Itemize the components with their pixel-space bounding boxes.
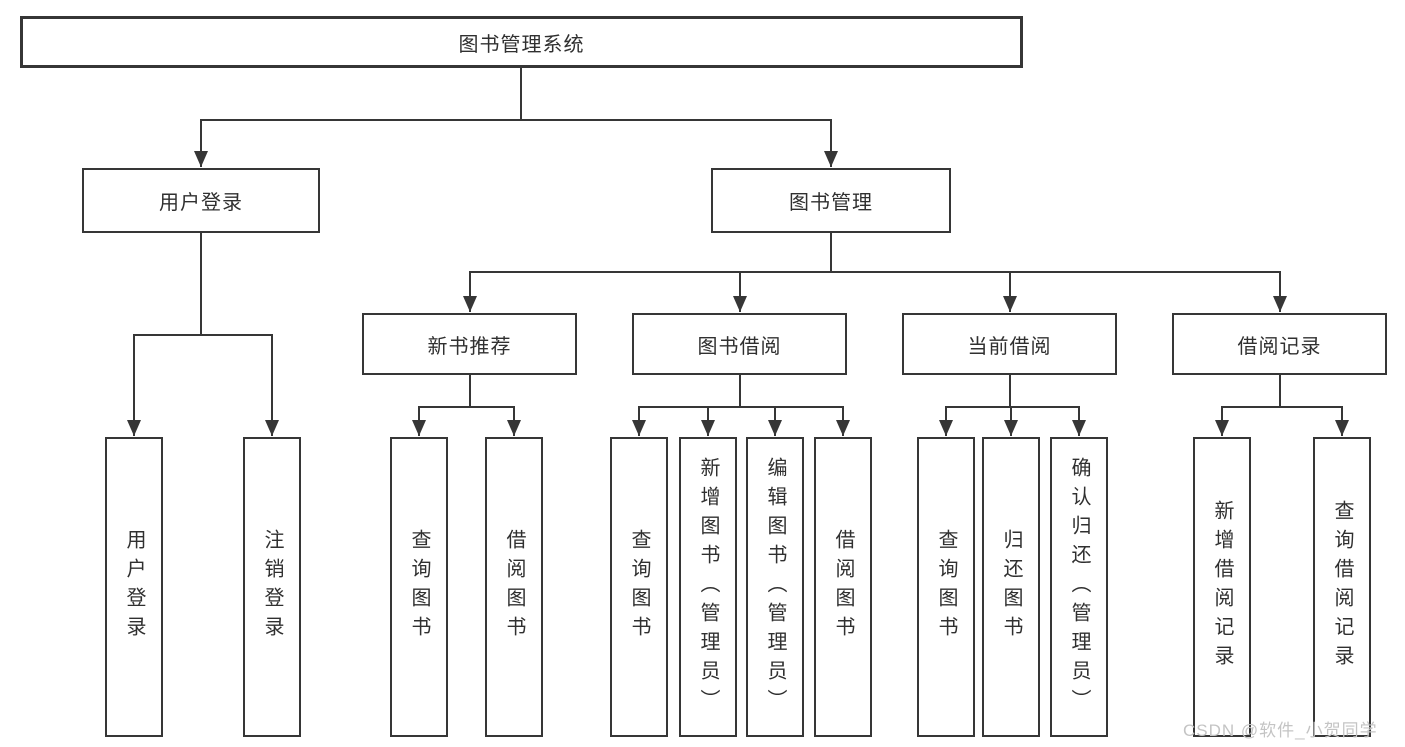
node-label: 注销登录 [261, 529, 283, 645]
leaf-recommend-borrow-books: 借阅图书 [485, 437, 543, 737]
leaf-current-confirm-return-admin: 确认归还（管理员） [1050, 437, 1108, 737]
leaf-current-return-books: 归还图书 [982, 437, 1040, 737]
leaf-logout: 注销登录 [243, 437, 301, 737]
node-root-system: 图书管理系统 [20, 16, 1023, 68]
node-label: 新书推荐 [427, 335, 512, 358]
node-label: 图书管理系统 [458, 33, 585, 56]
node-label: 编辑图书（管理员） [764, 456, 786, 718]
node-label: 借阅图书 [503, 529, 525, 645]
node-label: 用户登录 [159, 192, 243, 214]
node-current-borrowing: 当前借阅 [902, 313, 1117, 375]
node-new-book-recommend: 新书推荐 [362, 313, 577, 375]
node-label: 用户登录 [123, 529, 145, 645]
leaf-borrowing-borrow-books: 借阅图书 [814, 437, 872, 737]
node-label: 当前借阅 [967, 335, 1052, 358]
node-label: 借阅图书 [832, 529, 854, 645]
leaf-borrowing-add-books-admin: 新增图书（管理员） [679, 437, 737, 737]
leaf-borrowing-query-books: 查询图书 [610, 437, 668, 737]
leaf-user-login: 用户登录 [105, 437, 163, 737]
node-label: 归还图书 [1000, 529, 1022, 645]
node-book-management: 图书管理 [711, 168, 951, 233]
csdn-watermark: CSDN @软件_小贺同学 [1183, 721, 1378, 740]
leaf-borrowing-edit-books-admin: 编辑图书（管理员） [746, 437, 804, 737]
node-label: 图书管理 [789, 192, 873, 214]
node-label: 查询图书 [628, 529, 650, 645]
node-borrow-records: 借阅记录 [1172, 313, 1387, 375]
node-label: 查询图书 [408, 529, 430, 645]
node-book-borrowing: 图书借阅 [632, 313, 847, 375]
node-label: 新增图书（管理员） [697, 456, 719, 718]
leaf-records-add-borrow-record: 新增借阅记录 [1193, 437, 1251, 737]
node-label: 借阅记录 [1237, 335, 1322, 358]
leaf-recommend-query-books: 查询图书 [390, 437, 448, 737]
node-user-login-group: 用户登录 [82, 168, 320, 233]
node-label: 查询图书 [935, 529, 957, 645]
node-label: 新增借阅记录 [1211, 500, 1233, 674]
leaf-current-query-books: 查询图书 [917, 437, 975, 737]
leaf-records-query-borrow-record: 查询借阅记录 [1313, 437, 1371, 737]
node-label: 图书借阅 [697, 335, 782, 358]
node-label: 确认归还（管理员） [1068, 456, 1090, 718]
node-label: 查询借阅记录 [1331, 500, 1353, 674]
